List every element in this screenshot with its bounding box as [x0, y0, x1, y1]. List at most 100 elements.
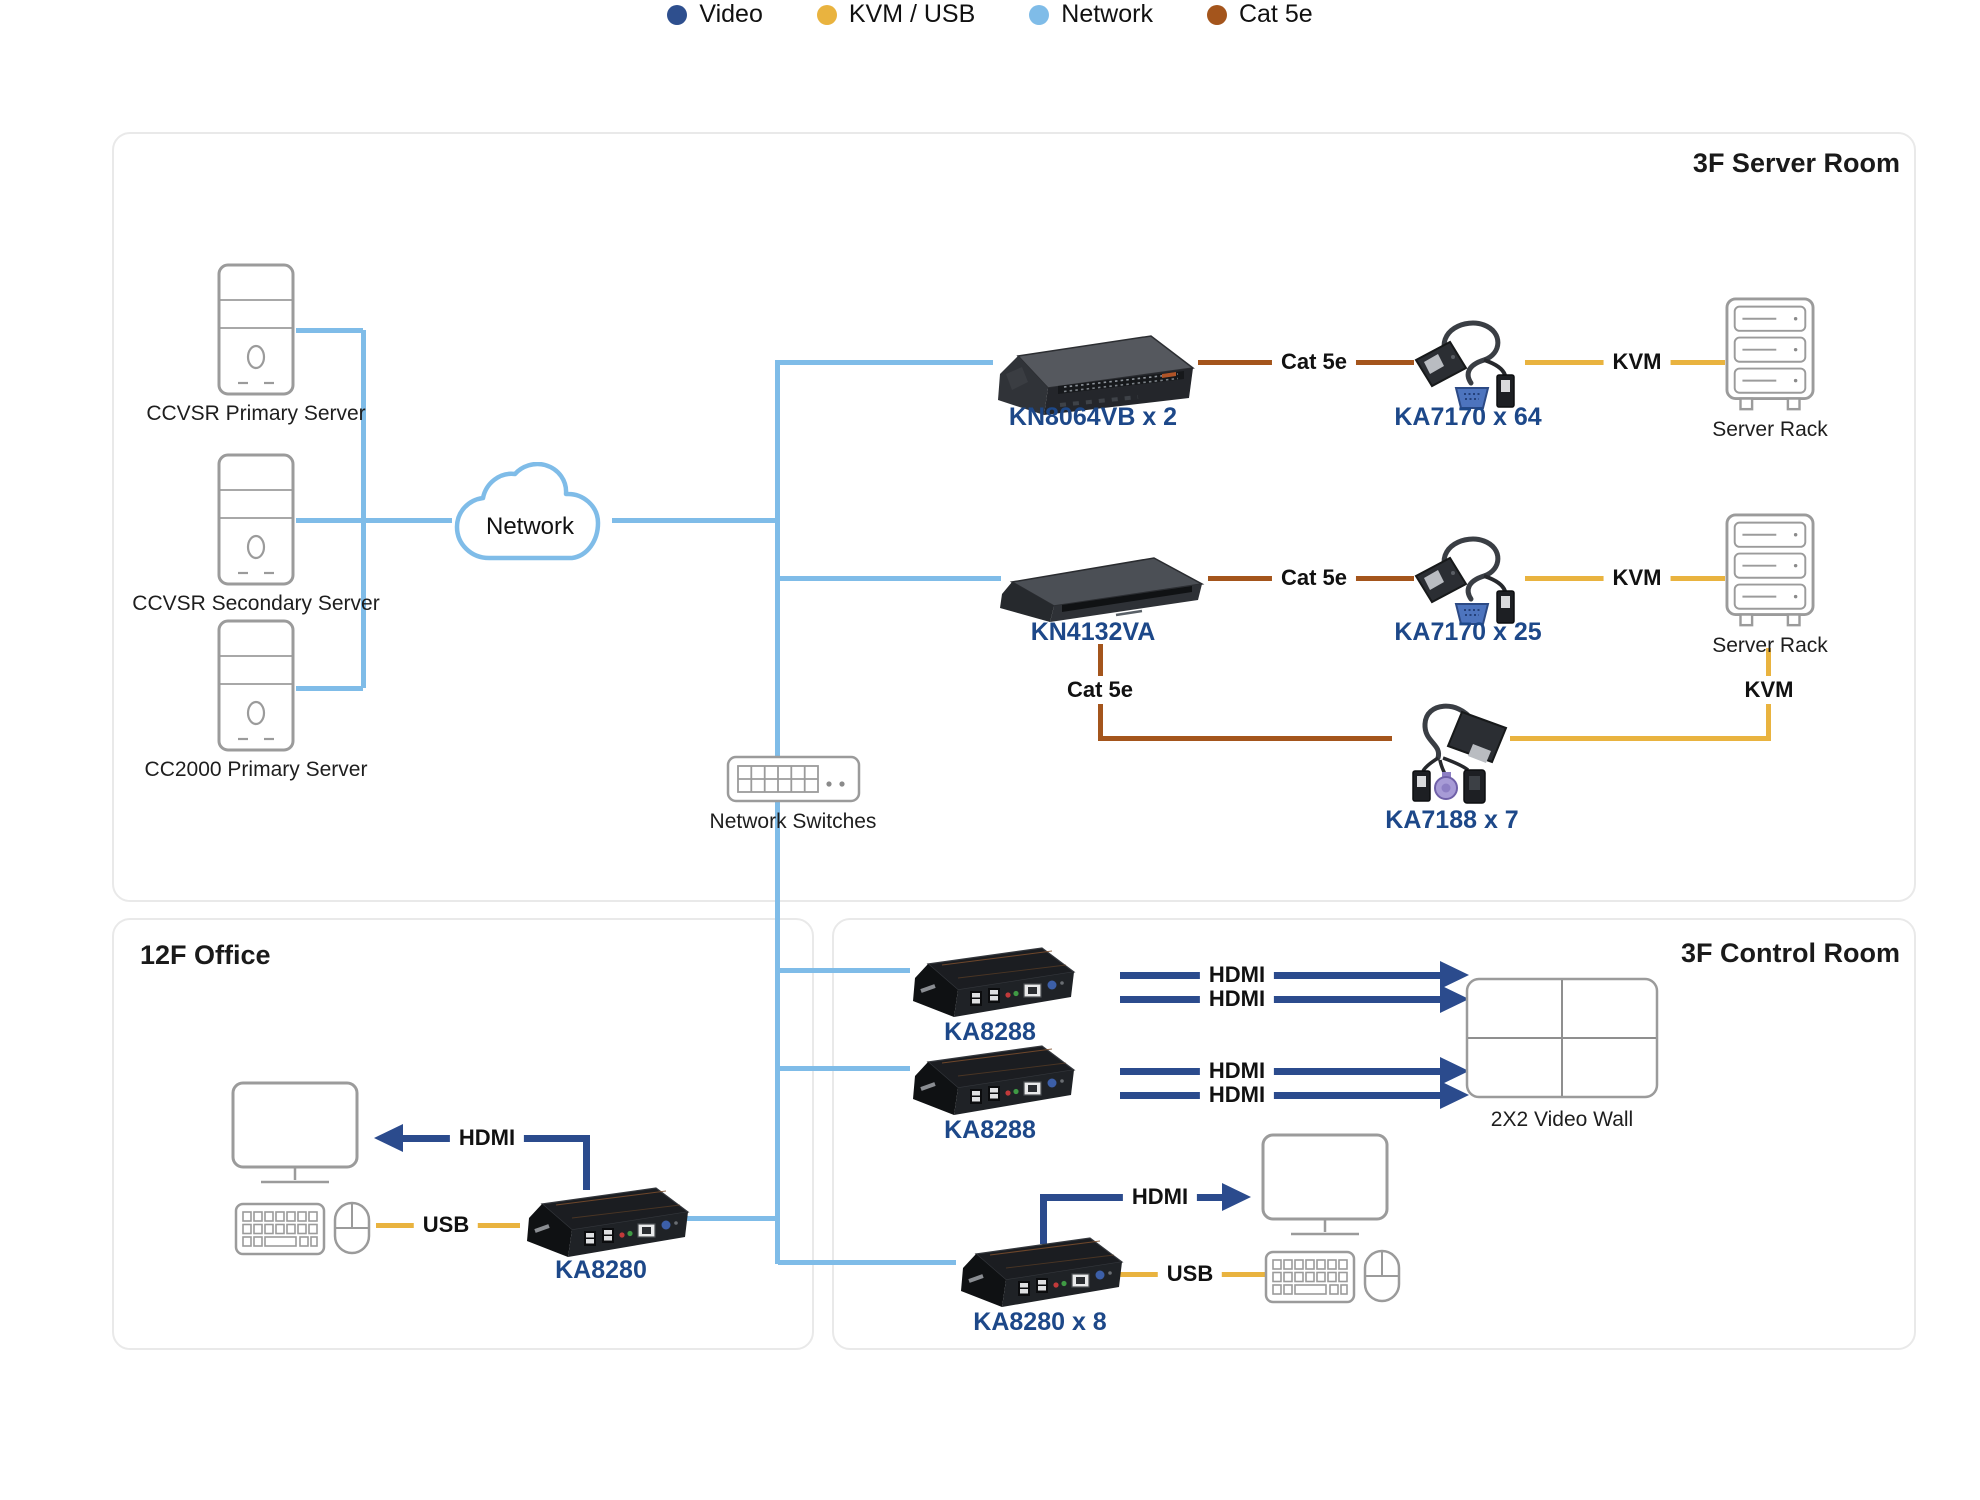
hdmi-label: HDMI [1199, 1081, 1275, 1109]
legend-item-network: Network [1029, 0, 1153, 29]
legend-label: Cat 5e [1238, 0, 1313, 28]
hdmi-line [1040, 1194, 1047, 1244]
hdmi-line [1120, 1068, 1442, 1075]
ka7170-dongle-icon [1410, 316, 1525, 411]
cc2000-primary-server-label: CC2000 Primary Server [144, 758, 368, 781]
network-line [687, 1216, 777, 1221]
hdmi-line [1120, 1092, 1442, 1099]
network-switches-icon [726, 755, 861, 803]
cat5e-label: Cat 5e [1057, 676, 1143, 704]
hdmi-arrowhead [1440, 1057, 1469, 1085]
network-line [775, 360, 780, 1264]
hdmi-label: HDMI [1199, 1057, 1275, 1085]
legend-item-video: Video [667, 0, 763, 29]
ka8280-device-image [950, 1228, 1125, 1313]
network-line [775, 360, 993, 365]
kvm-label: KVM [1603, 564, 1671, 592]
hdmi-arrowhead [1440, 985, 1469, 1013]
usb-label: USB [1157, 1260, 1223, 1288]
cat5e-line [1350, 576, 1414, 581]
ccvsr-secondary-server-icon [216, 452, 296, 587]
ka7188-dongle-icon [1388, 700, 1518, 808]
cat5e-line [1098, 736, 1392, 741]
cat5e-label: Cat 5e [1271, 564, 1357, 592]
hdmi-label: HDMI [1199, 985, 1275, 1013]
hdmi-label: HDMI [1199, 961, 1275, 989]
office-title: 12F Office [140, 940, 271, 970]
ka8280-device-image [516, 1178, 691, 1263]
hdmi-label: HDMI [1122, 1183, 1198, 1211]
cat5e-line [1208, 576, 1278, 581]
cat5e-line [1350, 360, 1414, 365]
kn8064vb-label: KN8064VB x 2 [1008, 403, 1178, 431]
hdmi-arrowhead [1440, 1081, 1469, 1109]
ka8280-control-label: KA8280 x 8 [973, 1308, 1107, 1336]
ccvsr-secondary-server-label: CCVSR Secondary Server [132, 592, 380, 615]
control-room-title: 3F Control Room [1681, 938, 1900, 968]
server-rack-icon [1724, 512, 1816, 630]
network-line [296, 518, 452, 523]
ka8288-device-image [902, 1036, 1077, 1121]
kvm-line [1665, 576, 1725, 581]
legend-label: KVM / USB [848, 0, 976, 28]
network-line [612, 518, 779, 523]
legend-label: Network [1061, 0, 1153, 28]
keyboard-icon [234, 1202, 326, 1256]
network-switches-label: Network Switches [709, 810, 877, 833]
hdmi-arrowhead [374, 1124, 403, 1152]
ka7170-top-label: KA7170 x 64 [1394, 403, 1542, 431]
video-wall-icon [1464, 976, 1660, 1100]
network-line [778, 1260, 956, 1265]
ka7170-mid-label: KA7170 x 25 [1394, 618, 1542, 646]
hdmi-line [1120, 972, 1442, 979]
kvm-line [1510, 736, 1771, 741]
legend-item-kvm-usb: KVM / USB [816, 0, 976, 29]
network-cloud-label: Network [485, 513, 575, 540]
network-line [296, 328, 363, 333]
hdmi-label: HDMI [449, 1124, 525, 1152]
legend: Video KVM / USB Network Cat 5e [0, 0, 1980, 29]
ka7170-dongle-icon [1410, 532, 1525, 627]
legend-dot [816, 4, 837, 25]
legend-dot [667, 4, 688, 25]
legend-label: Video [699, 0, 763, 28]
server-rack-mid-label: Server Rack [1712, 634, 1828, 657]
monitor-icon [230, 1080, 360, 1186]
network-line [778, 1066, 910, 1071]
ccvsr-primary-server-icon [216, 262, 296, 397]
legend-dot [1206, 4, 1227, 25]
panel-server-room [112, 132, 1916, 902]
network-line [361, 330, 366, 688]
kvm-label: KVM [1603, 348, 1671, 376]
mouse-icon [332, 1200, 372, 1256]
ka8288-bottom-label: KA8288 [944, 1116, 1036, 1144]
usb-label: USB [413, 1211, 479, 1239]
cat5e-label: Cat 5e [1271, 348, 1357, 376]
cc2000-primary-server-icon [216, 618, 296, 753]
network-line [775, 576, 1001, 581]
server-rack-top-label: Server Rack [1712, 418, 1828, 441]
monitor-icon [1260, 1132, 1390, 1238]
kn4132va-label: KN4132VA [1030, 618, 1156, 646]
keyboard-icon [1264, 1250, 1356, 1304]
network-line [778, 968, 910, 973]
legend-dot [1029, 4, 1050, 25]
legend-item-cat5e: Cat 5e [1206, 0, 1313, 29]
hdmi-arrowhead [1440, 961, 1469, 989]
ka8288-top-label: KA8288 [944, 1018, 1036, 1046]
cat5e-line [1198, 360, 1278, 365]
hdmi-line [1120, 996, 1442, 1003]
kvm-line [1525, 576, 1607, 581]
ka8280-office-label: KA8280 [555, 1256, 647, 1284]
network-line [296, 686, 363, 691]
kvm-line [1665, 360, 1725, 365]
kvm-label: KVM [1735, 676, 1803, 704]
video-wall-label: 2X2 Video Wall [1490, 1108, 1634, 1131]
server-rack-icon [1724, 296, 1816, 414]
mouse-icon [1362, 1248, 1402, 1304]
ka8288-device-image [902, 938, 1077, 1023]
ccvsr-primary-server-label: CCVSR Primary Server [146, 402, 366, 425]
ka7188-label: KA7188 x 7 [1385, 806, 1519, 834]
hdmi-line [583, 1135, 590, 1190]
